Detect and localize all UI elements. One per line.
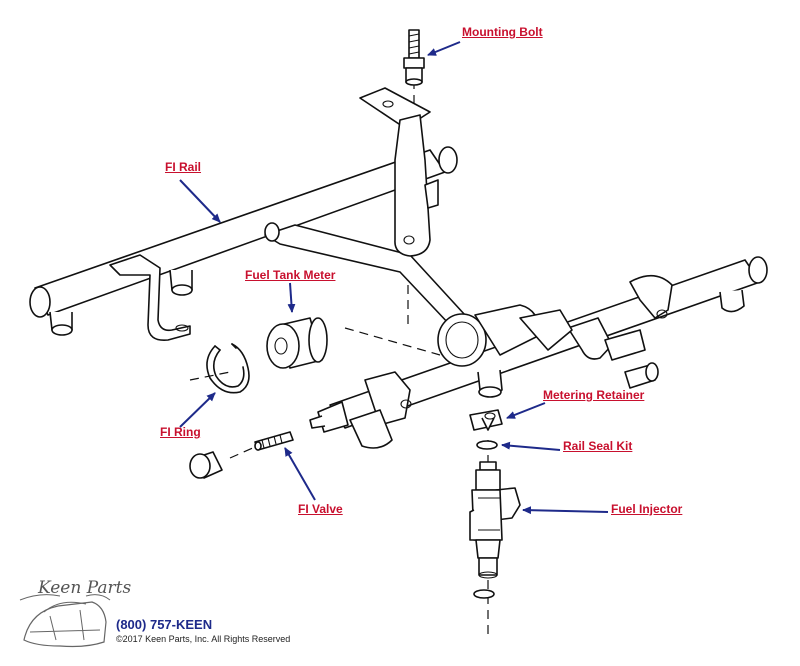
phone-number[interactable]: (800) 757-KEEN	[116, 617, 213, 632]
label-metering-retainer[interactable]: Metering Retainer	[543, 388, 645, 402]
mounting-bolt	[403, 29, 425, 86]
leader-arrows	[179, 41, 609, 515]
copyright-notice: ©2017 Keen Parts, Inc. All Rights Reserv…	[116, 634, 291, 644]
fuel-tank-meter	[266, 317, 328, 369]
label-fi-ring[interactable]: FI Ring	[160, 425, 201, 439]
label-fi-valve[interactable]: FI Valve	[298, 502, 343, 516]
pressure-regulator-body	[437, 304, 573, 367]
fi-rail-front	[309, 256, 768, 449]
label-fi-rail[interactable]: FI Rail	[165, 160, 202, 174]
label-fuel-injector[interactable]: Fuel Injector	[611, 502, 683, 516]
label-rail-seal-kit[interactable]: Rail Seal Kit	[563, 439, 633, 453]
rail-seal	[473, 440, 498, 599]
mounting-bracket	[359, 87, 439, 257]
label-fuel-tank-meter[interactable]: Fuel Tank Meter	[245, 268, 336, 282]
fi-valve	[254, 431, 294, 451]
fi-rail-rear	[29, 146, 458, 342]
fi-ring	[206, 343, 250, 394]
keen-parts-logo	[19, 594, 111, 648]
logo-text: Keen Parts	[38, 578, 132, 598]
metering-retainer	[469, 409, 503, 431]
label-mounting-bolt[interactable]: Mounting Bolt	[462, 25, 543, 39]
fuel-injector	[469, 461, 521, 579]
fi-cap	[189, 451, 223, 479]
